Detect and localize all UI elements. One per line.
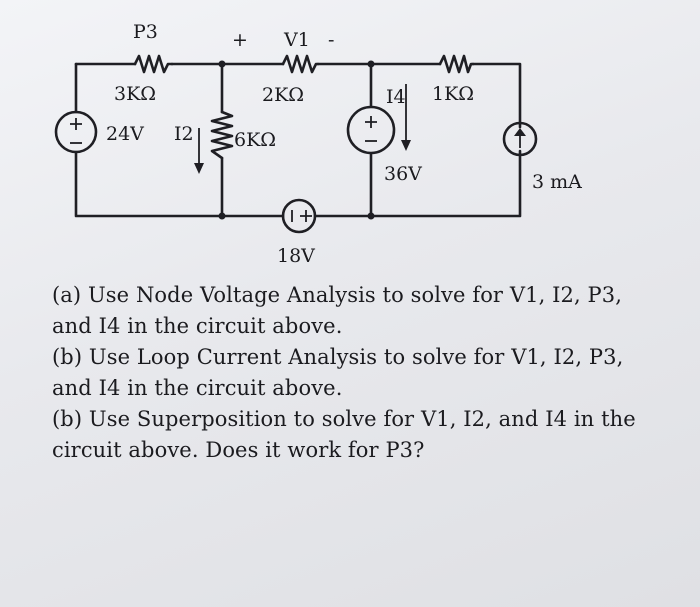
- label-i4: I4: [386, 86, 406, 108]
- junction-dots: [218, 60, 375, 220]
- circuit-wires: [74, 62, 522, 218]
- current-source-3ma: [502, 121, 538, 157]
- voltage-source-18v: [281, 198, 317, 234]
- i4-arrow-icon: [401, 84, 411, 151]
- problem-text: (a) Use Node Voltage Analysis to solve f…: [52, 280, 652, 466]
- resistor-6k: [210, 110, 234, 160]
- label-v-18: 18V: [277, 245, 315, 267]
- resistor-1k: [438, 54, 475, 74]
- resistor-2k: [281, 54, 320, 74]
- label-r-3k: 3KΩ: [114, 83, 156, 105]
- voltage-source-24v: [54, 110, 98, 154]
- label-v1-minus: -: [328, 29, 334, 51]
- label-i-3ma: 3 mA: [532, 171, 582, 193]
- circuit-diagram: P3 + V1 - 3KΩ 2KΩ I4 1KΩ 24V I2 6KΩ 36V …: [54, 21, 582, 267]
- label-i2: I2: [174, 123, 194, 145]
- label-v1-plus: +: [232, 29, 248, 51]
- label-v1: V1: [283, 29, 310, 51]
- question-b-superposition: (b) Use Superposition to solve for V1, I…: [52, 407, 636, 462]
- label-p3: P3: [133, 21, 158, 43]
- voltage-source-36v: [346, 105, 396, 155]
- label-r-1k: 1KΩ: [432, 83, 474, 105]
- label-v-36: 36V: [384, 163, 422, 185]
- label-r-6k: 6KΩ: [234, 129, 276, 151]
- label-v-24: 24V: [106, 123, 144, 145]
- label-r-2k: 2KΩ: [262, 84, 304, 106]
- question-b-loop: (b) Use Loop Current Analysis to solve f…: [52, 345, 624, 400]
- i2-arrow-icon: [194, 128, 204, 174]
- question-a: (a) Use Node Voltage Analysis to solve f…: [52, 283, 623, 338]
- resistor-3k: [133, 54, 174, 74]
